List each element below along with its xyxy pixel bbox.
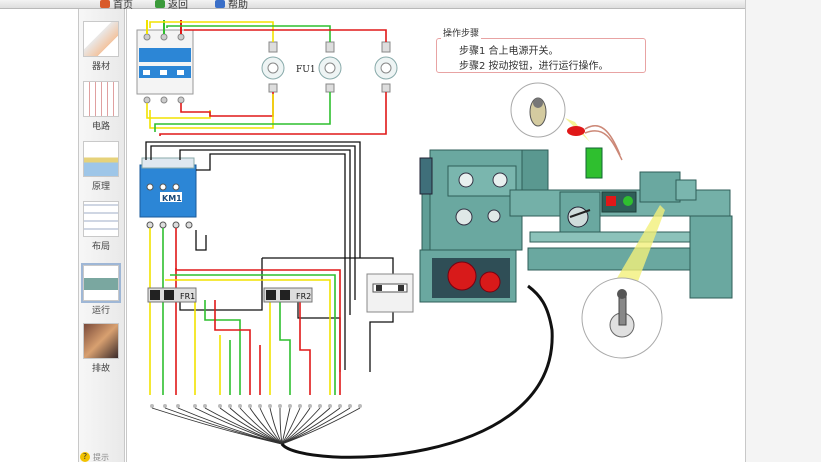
sidebar-item-principle[interactable]: 原理 — [82, 141, 120, 192]
thermal-relay-fr2[interactable]: FR2 — [263, 287, 313, 303]
fuse-label: FU1 — [296, 65, 316, 75]
layout-thumbnail-icon — [83, 201, 119, 237]
home-icon — [100, 0, 110, 8]
sidebar-divider — [126, 9, 127, 462]
lathe-machine[interactable] — [419, 147, 733, 303]
sidebar-item-equipment[interactable]: 器材 — [82, 21, 120, 72]
step-2: 步骤2 按动按钮，进行运行操作。 — [459, 61, 609, 72]
step-1: 步骤1 合上电源开关。 — [459, 46, 559, 57]
lever-callout[interactable] — [581, 205, 665, 359]
back-button[interactable]: 返回 — [155, 0, 188, 11]
sidebar-item-label: 电路 — [91, 122, 110, 132]
sidebar-item-troubleshoot[interactable]: 排故 — [82, 323, 120, 374]
right-panel — [746, 0, 821, 462]
sidebar-item-label: 排故 — [91, 364, 110, 374]
lamp-icon[interactable] — [567, 125, 623, 161]
principle-thumbnail-icon — [83, 141, 119, 177]
cable-harness — [151, 407, 361, 445]
terminal-strip — [150, 404, 362, 408]
run-thumbnail-icon — [83, 265, 119, 301]
contactor-label: KM1 — [162, 194, 182, 203]
fuse-l1 — [261, 41, 285, 93]
control-wires — [145, 141, 394, 372]
fuse-l2 — [318, 41, 342, 93]
sidebar-item-label: 运行 — [91, 306, 110, 316]
switch-to-fuse-wires — [146, 21, 387, 136]
sidebar-item-label: 器材 — [91, 62, 110, 72]
sidebar-item-label: 布局 — [91, 242, 110, 252]
hint-icon[interactable]: ? — [80, 452, 90, 462]
relay2-label: FR2 — [296, 292, 311, 301]
home-label: 首页 — [113, 0, 133, 11]
help-label: 帮助 — [228, 0, 248, 11]
equipment-thumbnail-icon — [83, 21, 119, 57]
back-arrow-icon — [155, 0, 165, 8]
help-button[interactable]: 帮助 — [215, 0, 248, 11]
motor-wires — [149, 228, 341, 395]
fuse-group[interactable]: FU1 — [261, 41, 398, 93]
home-button[interactable]: 首页 — [100, 0, 133, 11]
wiring-diagram: FU1 KM1 — [136, 20, 733, 459]
help-tool-icon — [215, 0, 225, 8]
lathe-cable — [280, 284, 554, 459]
back-label: 返回 — [168, 0, 188, 11]
troubleshoot-thumbnail-icon — [83, 323, 119, 359]
sidebar: 器材 电路 原理 布局 运行 排故 — [78, 9, 125, 462]
sidebar-item-circuit[interactable]: 电路 — [82, 81, 120, 132]
thermal-relay-fr1[interactable]: FR1 — [147, 287, 197, 303]
sidebar-item-label: 原理 — [91, 182, 110, 192]
pushbutton-box[interactable] — [366, 273, 414, 313]
hint-label: 提示 — [93, 453, 109, 462]
fuse-l3 — [374, 41, 398, 93]
sidebar-item-layout[interactable]: 布局 — [82, 201, 120, 252]
steps-title: 操作步骤 — [441, 26, 482, 39]
contactor-km1[interactable]: KM1 — [139, 157, 197, 229]
main-switch[interactable] — [136, 29, 194, 104]
operation-steps-panel: 操作步骤 步骤1 合上电源开关。 步骤2 按动按钮，进行运行操作。 — [436, 26, 646, 73]
relay1-label: FR1 — [180, 292, 195, 301]
right-divider — [745, 0, 746, 462]
sidebar-item-run[interactable]: 运行 — [82, 265, 120, 316]
circuit-thumbnail-icon — [83, 81, 119, 117]
top-toolbar: 首页 返回 帮助 — [0, 0, 821, 11]
